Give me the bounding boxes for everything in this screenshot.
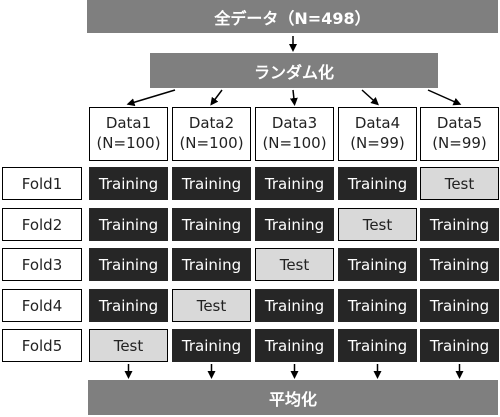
fold-label-3: Fold3 (2, 248, 82, 281)
all-data-label: 全データ（N=498） (214, 8, 371, 28)
fold-label-5: Fold5 (2, 329, 82, 362)
test-cell: Test (338, 208, 417, 241)
data-name-label: Data3 (271, 114, 318, 132)
training-cell: Training (255, 167, 334, 200)
randomize-label: ランダム化 (253, 62, 334, 82)
data-count-label: (N=99) (432, 134, 487, 152)
data-header-2: Data2 (N=100) (172, 107, 251, 161)
test-cell: Test (420, 167, 499, 200)
training-cell: Training (338, 167, 417, 200)
test-cell: Test (172, 289, 251, 322)
training-cell: Training (255, 329, 334, 362)
training-cell: Training (172, 329, 251, 362)
data-name-label: Data5 (436, 114, 483, 132)
fold-label-1: Fold1 (2, 167, 82, 200)
test-cell: Test (89, 329, 168, 362)
data-count-label: (N=100) (262, 134, 327, 152)
training-cell: Training (172, 167, 251, 200)
training-cell: Training (338, 329, 417, 362)
training-cell: Training (89, 208, 168, 241)
arrow-to-data-3-icon (289, 89, 298, 106)
data-count-label: (N=100) (96, 134, 161, 152)
training-cell: Training (172, 248, 251, 281)
training-cell: Training (420, 329, 499, 362)
data-name-label: Data2 (188, 114, 235, 132)
training-cell: Training (89, 248, 168, 281)
data-header-5: Data5 (N=99) (420, 107, 499, 161)
data-header-3: Data3 (N=100) (255, 107, 334, 161)
training-cell: Training (338, 248, 417, 281)
average-box: 平均化 (88, 380, 498, 415)
average-label: 平均化 (268, 389, 317, 409)
training-cell: Training (255, 208, 334, 241)
training-cell: Training (172, 208, 251, 241)
arrow-to-data-2-icon (210, 89, 223, 106)
training-cell: Training (420, 289, 499, 322)
arrow-to-data-5-icon (427, 89, 462, 106)
training-cell: Training (420, 248, 499, 281)
test-cell: Test (255, 248, 334, 281)
data-count-label: (N=99) (350, 134, 405, 152)
data-count-label: (N=100) (179, 134, 244, 152)
data-header-1: Data1 (N=100) (89, 107, 168, 161)
training-cell: Training (338, 289, 417, 322)
arrow-to-data-4-icon (361, 89, 379, 106)
data-name-label: Data1 (105, 114, 152, 132)
fold-label-2: Fold2 (2, 208, 82, 241)
all-data-box: 全データ（N=498） (87, 0, 498, 33)
data-name-label: Data4 (354, 114, 401, 132)
training-cell: Training (89, 289, 168, 322)
fold-label-4: Fold4 (2, 289, 82, 322)
training-cell: Training (255, 289, 334, 322)
randomize-box: ランダム化 (150, 53, 438, 88)
training-cell: Training (420, 208, 499, 241)
arrow-to-data-1-icon (126, 89, 176, 107)
data-header-4: Data4 (N=99) (338, 107, 417, 161)
training-cell: Training (89, 167, 168, 200)
